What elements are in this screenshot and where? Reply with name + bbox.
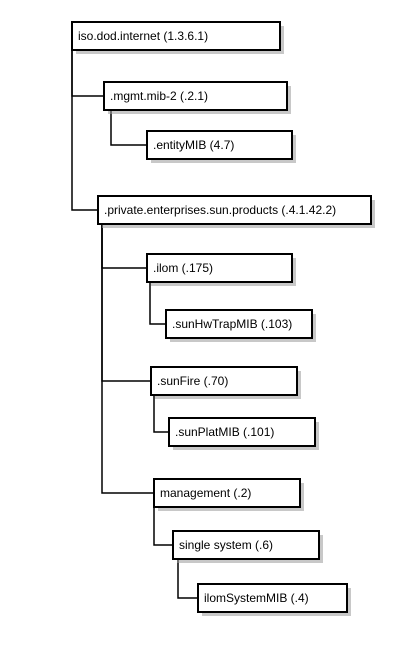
node-box <box>146 130 293 160</box>
node-label: .mgmt.mib-2 (.2.1) <box>110 89 208 103</box>
node-sun-fire: .sunFire (.70) <box>150 366 301 399</box>
node-label: management (.2) <box>160 486 251 500</box>
node-label: ilomSystemMIB (.4) <box>204 591 309 605</box>
node-single-system: single system (.6) <box>172 530 323 563</box>
node-label: .sunPlatMIB (.101) <box>175 425 274 439</box>
node-management: management (.2) <box>153 478 304 511</box>
node-ilom-system-mib: ilomSystemMIB (.4) <box>197 583 351 616</box>
node-box <box>168 417 316 447</box>
node-ilom: .ilom (.175) <box>146 253 296 286</box>
connector-private-enterprises-sun-products-to-management <box>101 224 154 494</box>
node-box <box>150 366 298 396</box>
node-entity-mib: .entityMIB (4.7) <box>146 130 296 163</box>
node-iso-dod-internet: iso.dod.internet (1.3.6.1) <box>71 21 284 54</box>
node-box <box>97 195 372 225</box>
node-sun-hw-trap-mib: .sunHwTrapMIB (.103) <box>165 309 316 342</box>
node-box <box>153 478 301 508</box>
connector-iso-dod-internet-to-mgmt-mib-2 <box>71 50 104 97</box>
node-box <box>103 81 288 111</box>
node-sun-plat-mib: .sunPlatMIB (.101) <box>168 417 319 450</box>
tree-connectors <box>71 50 198 599</box>
node-label: .entityMIB (4.7) <box>153 138 234 152</box>
node-box <box>146 253 293 283</box>
node-label: single system (.6) <box>179 538 273 552</box>
node-box <box>172 530 320 560</box>
node-label: .sunFire (.70) <box>157 374 228 388</box>
connector-ilom-to-sun-hw-trap-mib <box>149 282 166 325</box>
node-label: iso.dod.internet (1.3.6.1) <box>78 29 208 43</box>
connector-sun-fire-to-sun-plat-mib <box>153 395 169 433</box>
node-label: .private.enterprises.sun.products (.4.1.… <box>104 203 336 217</box>
node-box <box>197 583 348 613</box>
node-label: .sunHwTrapMIB (.103) <box>172 317 292 331</box>
node-private-enterprises-sun-products: .private.enterprises.sun.products (.4.1.… <box>97 195 375 228</box>
connector-management-to-single-system <box>153 507 173 546</box>
node-mgmt-mib-2: .mgmt.mib-2 (.2.1) <box>103 81 291 114</box>
tree-nodes: iso.dod.internet (1.3.6.1) .mgmt.mib-2 (.… <box>71 21 375 616</box>
connector-mgmt-mib-2-to-entity-mib <box>110 110 147 146</box>
node-label: .ilom (.175) <box>153 261 213 275</box>
node-box <box>165 309 313 339</box>
connector-single-system-to-ilom-system-mib <box>177 559 198 599</box>
node-box <box>71 21 281 51</box>
connector-iso-dod-internet-to-private-enterprises-sun-products <box>71 50 98 211</box>
connector-private-enterprises-sun-products-to-ilom <box>101 224 147 269</box>
connector-private-enterprises-sun-products-to-sun-fire <box>101 224 151 382</box>
